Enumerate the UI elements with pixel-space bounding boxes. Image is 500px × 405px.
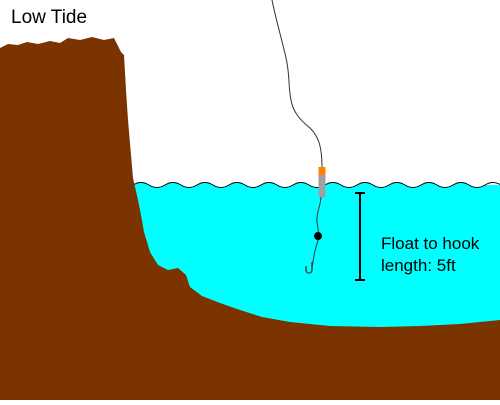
float-top [318,167,326,175]
fishing-line [271,0,323,169]
diagram-title: Low Tide [11,7,88,28]
water [133,182,500,330]
measurement-label-line-2: length: 5ft [381,256,456,275]
ground [0,37,500,400]
measurement-label: Float to hook length: 5ft [381,233,479,277]
sinker-weight [314,232,322,240]
float-body [318,175,326,197]
water-surface [132,182,500,188]
measurement-label-line-1: Float to hook [381,234,480,253]
fish-hook-icon [305,262,313,274]
